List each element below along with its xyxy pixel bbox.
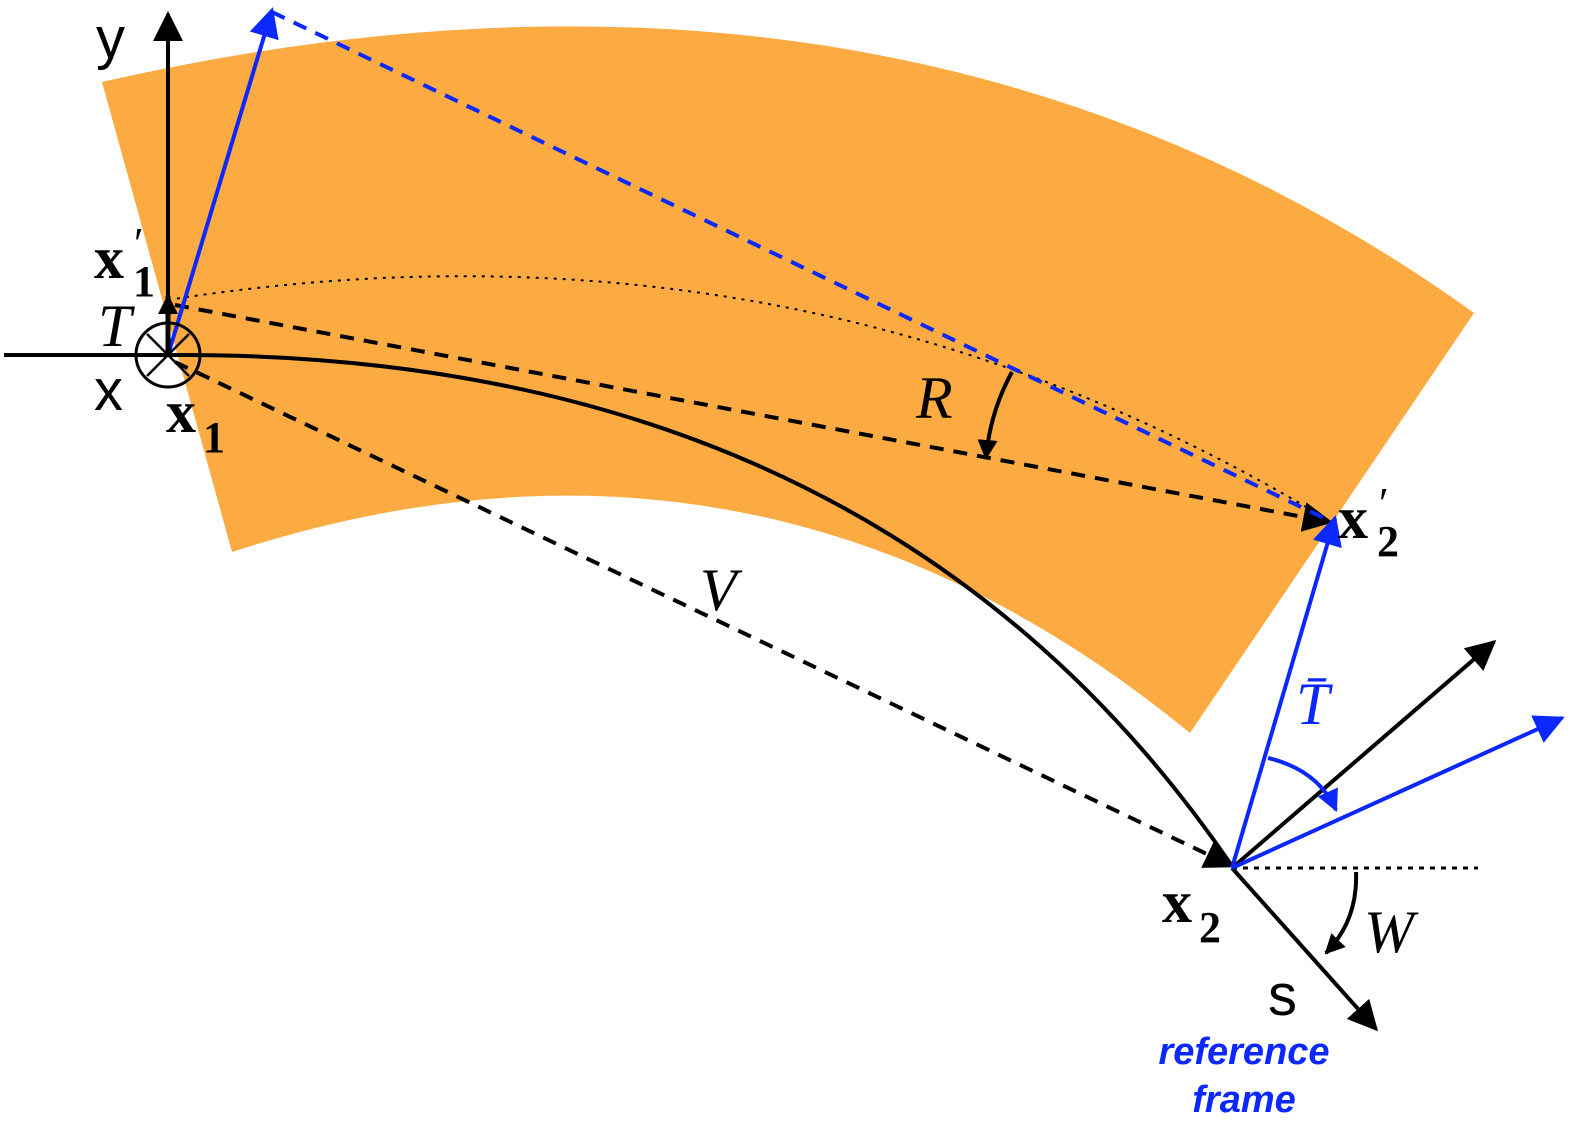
x-axis-label: x (94, 358, 123, 423)
W-label: W (1364, 899, 1419, 965)
s-axis-arrow (1230, 866, 1378, 1032)
x2-prime-sub: 2 (1377, 517, 1399, 566)
blue-dashed-chord (271, 10, 1329, 522)
y-axis-label: y (96, 6, 125, 71)
reference-frame-label-line1: reference (1158, 1031, 1329, 1073)
x1-prime-sub: 1 (133, 257, 155, 306)
T-bar-vector (1230, 515, 1342, 869)
x2-label: x 2 (1162, 869, 1221, 952)
frame-axis-upright (1230, 640, 1497, 870)
chord-x1-x2 (174, 360, 1235, 868)
reference-frame (1230, 515, 1565, 1032)
deformed-curve-dotted (167, 275, 1329, 521)
x2-base: x (1162, 869, 1192, 935)
x2-sub: 2 (1199, 903, 1221, 952)
R-label: R (915, 365, 953, 431)
out-of-plane-marker (134, 321, 202, 389)
T-label: T (98, 293, 135, 359)
T-bar-angle-arc (1267, 756, 1338, 813)
x2-prime-label: x 2 ′ (1338, 479, 1399, 566)
reference-frame-label-line2: frame (1192, 1079, 1296, 1121)
reference-curve (167, 352, 1234, 868)
blue-frame-vector (1231, 715, 1565, 870)
R-rotation-arc (977, 371, 1014, 460)
deformed-band (102, 26, 1474, 734)
x2-prime-mark: ′ (1379, 479, 1389, 528)
x1-prime-base: x (94, 225, 124, 291)
blue-vector-x1 (166, 7, 279, 356)
x1-sub: 1 (203, 413, 225, 462)
x2-prime-base: x (1338, 485, 1368, 551)
V-label: V (700, 557, 743, 623)
W-angle-arc (1324, 871, 1359, 955)
chord-x1prime-x2prime (174, 303, 1333, 532)
x1-label: x 1 (166, 379, 225, 462)
x1-prime-label: x 1 ′ (94, 219, 155, 306)
x1-base: x (166, 379, 196, 445)
T-bar-label: T̄ (1296, 671, 1333, 737)
s-axis-label: s (1268, 963, 1297, 1028)
x1-prime-mark: ′ (134, 219, 144, 268)
